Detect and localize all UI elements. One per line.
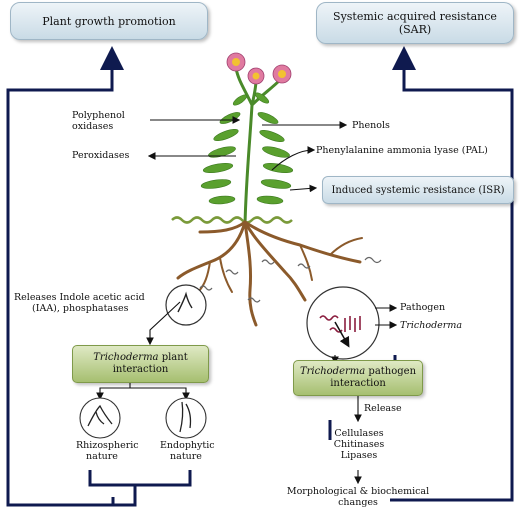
sar-text-line2: (SAR) (398, 23, 432, 36)
arrow-left-to-box (146, 301, 181, 346)
endo-icon-circle (165, 397, 207, 439)
rhizospheric-line2: nature (86, 451, 118, 462)
soil-line (171, 216, 293, 224)
isr-box: Induced systemic resistance (ISR) (322, 176, 514, 204)
isr-text: Induced systemic resistance (ISR) (331, 184, 505, 196)
rhizospheric-line1: Rhizospheric (76, 440, 139, 451)
endophytic-label: Endophytic nature (160, 440, 215, 462)
endophytic-line2: nature (170, 451, 202, 462)
trichoderma-pathogen-box: Trichoderma pathogen interaction (293, 360, 423, 396)
magnifier-right (306, 286, 380, 360)
plant-roots (176, 220, 363, 327)
trichoderma-plant-box: Trichoderma plant interaction (72, 345, 209, 383)
plant-growth-promotion-text: Plant growth promotion (42, 14, 176, 28)
morphological-label: Morphological & biochemical changes (286, 486, 430, 508)
pal-label: Phenylalanine ammonia lyase (PAL) (316, 145, 488, 156)
endophytic-line1: Endophytic (160, 440, 215, 451)
cellulases-label: Cellulases (334, 428, 384, 439)
peroxidases-label: Peroxidases (72, 150, 130, 161)
enzymes-list: Cellulases Chitinases Lipases (330, 428, 388, 461)
trichoderma-plant-italic: Trichoderma (93, 352, 159, 363)
rhizo-icon-circle (79, 397, 121, 439)
pathogen-label: Pathogen (400, 302, 446, 313)
arrow-pal (271, 146, 316, 171)
plant-flowers (226, 52, 292, 85)
polyphenol-line1: Polyphenol (72, 110, 125, 121)
sar-text-line1: Systemic acquired resistance (333, 10, 497, 23)
trichoderma-plant-line1: Trichoderma plant (93, 352, 187, 364)
releases-label: Releases Indole acetic acid (IAA), phosp… (14, 292, 145, 314)
magnifier-left (165, 284, 207, 326)
morphological-line2: changes (338, 497, 378, 508)
trichoderma-pathogen-italic: Trichoderma (299, 366, 366, 377)
sar-box: Systemic acquired resistance (SAR) (316, 2, 514, 44)
morphological-line1: Morphological & biochemical (286, 486, 430, 497)
trichoderma-pathogen-line2: interaction (330, 378, 386, 389)
trichoderma-plant-line2: interaction (112, 364, 169, 375)
phenols-label: Phenols (352, 120, 390, 131)
trichoderma-pathogen-rest: pathogen (365, 366, 417, 377)
releases-line2: (IAA), phosphatases (32, 303, 129, 314)
release-label: Release (364, 403, 402, 414)
arrow-to-endo (130, 387, 190, 401)
hyphae (199, 256, 382, 303)
plant-leaves (200, 92, 294, 205)
lipases-label: Lipases (340, 450, 378, 461)
arrow-to-rhizo (96, 382, 131, 401)
arrow-isr (289, 184, 318, 193)
polyphenol-line2: oxidases (72, 121, 114, 132)
chitinases-label: Chitinases (333, 439, 385, 450)
rhizospheric-label: Rhizospheric nature (76, 440, 139, 462)
outer-flow-lines (6, 46, 514, 507)
plant-growth-promotion-box: Plant growth promotion (10, 2, 208, 40)
releases-line1: Releases Indole acetic acid (14, 292, 145, 303)
trichoderma-pathogen-line1: Trichoderma pathogen (300, 366, 416, 378)
trichoderma-plant-rest: plant (158, 352, 188, 363)
polyphenol-label: Polyphenol oxidases (72, 110, 125, 132)
trichoderma-label: Trichoderma (400, 320, 462, 331)
